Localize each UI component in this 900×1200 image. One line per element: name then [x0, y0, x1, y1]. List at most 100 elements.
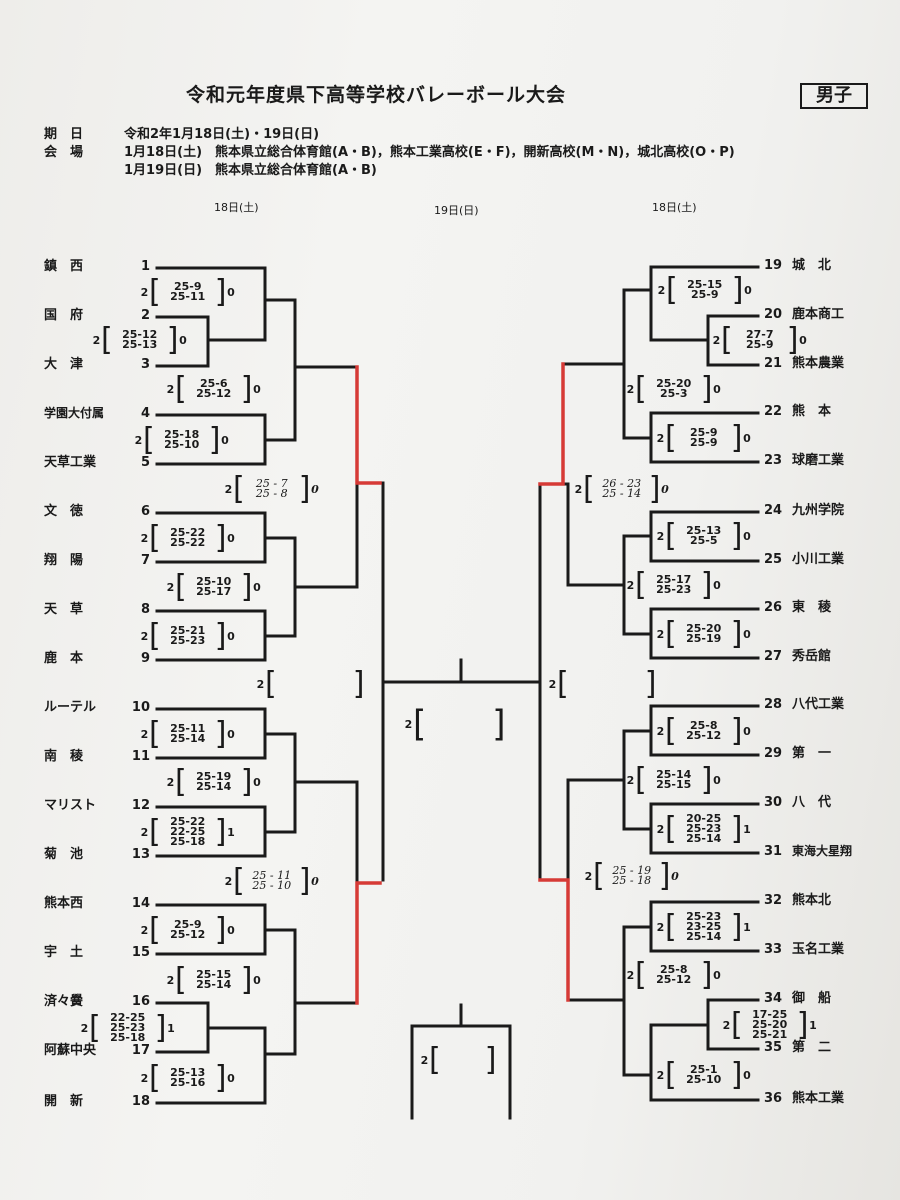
- bracket-open: [: [665, 908, 677, 945]
- sets-won: 2: [420, 1053, 429, 1067]
- set-score: 25-9: [689, 426, 718, 439]
- venue-line-1: 1月18日(土) 熊本県立総合体育館(A・B)，熊本工業高校(E・F)，開新高校…: [124, 145, 735, 160]
- set-score: 25-17: [656, 573, 692, 586]
- bracket-open: [: [665, 712, 677, 749]
- team-seed: 20: [764, 307, 783, 322]
- bracket-close: ]: [166, 321, 179, 358]
- sets-won: 2: [140, 531, 149, 545]
- set-score: 25-23: [656, 583, 692, 596]
- set-score: 25-18: [164, 428, 200, 441]
- set-score: 25-18: [170, 835, 206, 848]
- bracket-open: [: [583, 470, 595, 507]
- sets-won: 2: [626, 578, 635, 592]
- page-title: 令和元年度県下高等学校バレーボール大会: [186, 84, 567, 106]
- bracket-line: [155, 903, 297, 1005]
- bracket-open: [: [175, 568, 187, 605]
- bracket-open: [: [635, 761, 647, 798]
- sets-lost: 0: [221, 433, 229, 447]
- bracket-close: ]: [700, 761, 713, 798]
- sets-won: 2: [166, 382, 175, 396]
- bracket-close: ]: [214, 273, 227, 310]
- bracket-open: [: [149, 911, 161, 948]
- bracket-close: ]: [730, 517, 743, 554]
- sets-won: 2: [140, 727, 149, 741]
- set-score: 25-11: [170, 722, 206, 735]
- sets-lost: 0: [713, 773, 721, 787]
- bracket-open: [: [149, 1059, 161, 1096]
- bracket-line: [622, 998, 760, 1102]
- set-score: 25-9: [173, 280, 202, 293]
- bracket-close: ]: [214, 813, 227, 850]
- bracket-close: ]: [658, 857, 671, 894]
- team-name: 鹿 本: [44, 651, 84, 666]
- sets-lost: 0: [253, 775, 261, 789]
- sets-won: 2: [140, 1071, 149, 1085]
- set-score: 25-21: [752, 1028, 788, 1041]
- team-name: 御 船: [792, 991, 832, 1006]
- sets-won: 2: [134, 433, 143, 447]
- team-seed: 31: [764, 844, 783, 859]
- team-seed: 6: [140, 504, 150, 519]
- bracket-open: [: [89, 1009, 101, 1046]
- sets-lost: 0: [227, 531, 235, 545]
- sets-won: 2: [656, 1068, 665, 1082]
- set-score: 25-14: [196, 978, 232, 991]
- bracket-line: [561, 265, 760, 367]
- set-score: 20-25: [686, 812, 722, 825]
- team-seed: 27: [764, 649, 783, 664]
- bracket-close: ]: [730, 908, 743, 945]
- advance-line: [355, 365, 382, 485]
- team-seed: 25: [764, 552, 783, 567]
- bracket-open: [: [265, 665, 277, 702]
- sets-won: 2: [166, 580, 175, 594]
- bracket-close: ]: [731, 271, 744, 308]
- bracket-line: [566, 900, 760, 1002]
- bracket-close: ]: [214, 715, 227, 752]
- set-score: 25-9: [689, 436, 718, 449]
- sets-lost: 0: [311, 482, 319, 496]
- sets-lost: 0: [227, 1071, 235, 1085]
- sets-lost: 0: [743, 431, 751, 445]
- set-score: 25-20: [656, 377, 692, 390]
- team-name: 八 代: [792, 795, 832, 810]
- team-name: 菊 池: [44, 847, 84, 862]
- team-seed: 32: [764, 893, 783, 908]
- bracket-open: [: [665, 810, 677, 847]
- team-name: 文 徳: [44, 504, 84, 519]
- team-seed: 22: [764, 404, 783, 419]
- set-score: 25-22: [170, 815, 206, 828]
- set-score: 25-20: [686, 622, 722, 635]
- sets-lost: 0: [799, 333, 807, 347]
- team-seed: 14: [131, 896, 150, 911]
- set-score: 25 - 10: [252, 879, 292, 892]
- team-seed: 2: [140, 308, 150, 323]
- team-seed: 33: [764, 942, 783, 957]
- set-score: 25-9: [745, 338, 774, 351]
- sets-lost: 0: [743, 724, 751, 738]
- bracket-open: [: [233, 862, 245, 899]
- sets-lost: 0: [743, 1068, 751, 1082]
- bracket-close: ]: [214, 617, 227, 654]
- sets-won: 2: [166, 973, 175, 987]
- bracket-line: [155, 707, 359, 885]
